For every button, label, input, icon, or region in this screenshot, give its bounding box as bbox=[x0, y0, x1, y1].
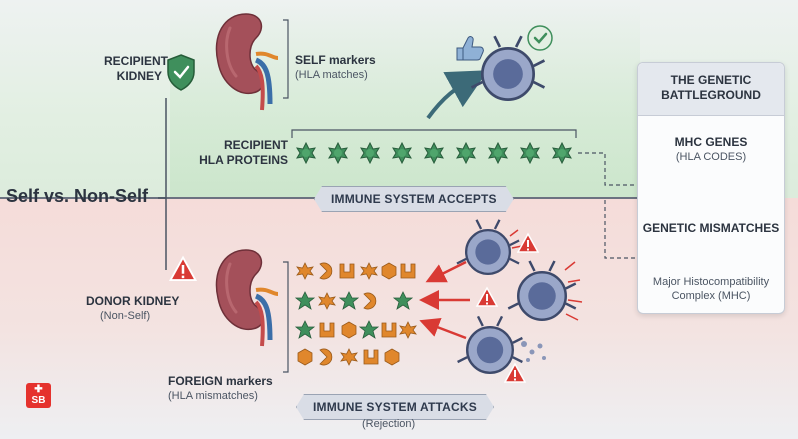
mhc-full-name-line1: Major Histocompatibility bbox=[652, 276, 770, 288]
sb-logo-text: SB bbox=[31, 395, 46, 406]
thumbs-up-icon bbox=[456, 36, 484, 61]
immune-attacks-banner: IMMUNE SYSTEM ATTACKS bbox=[296, 394, 494, 420]
donor-kidney-sublabel: (Non-Self) bbox=[100, 310, 151, 322]
attack-arrow-3 bbox=[419, 317, 467, 340]
panel-header bbox=[638, 63, 784, 116]
attack-warning-icon-1 bbox=[517, 233, 539, 253]
recipient-hla-label: RECIPIENT HLA PROTEINS bbox=[180, 138, 288, 168]
self-markers-sublabel: (HLA matches) bbox=[295, 69, 368, 81]
recipient-hla-label-line1: RECIPIENT bbox=[223, 138, 288, 152]
attack-arrow-1 bbox=[425, 260, 467, 283]
attack-warning-icon-2 bbox=[476, 287, 498, 307]
panel-title-line2: BATTLEGROUND bbox=[661, 88, 761, 102]
donor-warning-icon bbox=[169, 256, 197, 281]
immune-accepts-banner: IMMUNE SYSTEM ACCEPTS bbox=[314, 186, 514, 212]
recipient-hla-protein-row bbox=[296, 142, 572, 164]
mhc-full-name: Major Histocompatibility Complex (MHC) bbox=[638, 275, 784, 303]
attacking-t-cell-3 bbox=[456, 315, 524, 374]
sb-logo-cross: ✚ bbox=[34, 384, 43, 395]
diagram-title: Self vs. Non-Self bbox=[6, 186, 149, 206]
shield-check-icon bbox=[167, 54, 195, 91]
genetic-mismatches-label: GENETIC MISMATCHES bbox=[642, 221, 780, 235]
donor-kidney-icon bbox=[216, 250, 278, 346]
self-markers-label: SELF markers bbox=[295, 53, 376, 67]
mhc-full-name-line2: Complex (MHC) bbox=[671, 290, 751, 302]
recipient-kidney-label-line1: RECIPIENT bbox=[104, 54, 169, 68]
panel-title-line1: THE GENETIC bbox=[670, 73, 752, 87]
foreign-markers-label: FOREIGN markers bbox=[168, 374, 273, 388]
attacking-t-cell-1 bbox=[455, 218, 521, 276]
foreign-marker-grid bbox=[295, 262, 417, 366]
donor-kidney-label: DONOR KIDNEY bbox=[86, 294, 180, 308]
genetic-battleground-panel: THE GENETIC BATTLEGROUND MHC GENES (HLA … bbox=[637, 62, 785, 314]
attack-warning-icon-3 bbox=[504, 363, 526, 383]
mhc-genes-label: MHC GENES bbox=[674, 135, 748, 149]
mhc-genes-sublabel: (HLA CODES) bbox=[675, 151, 747, 163]
accept-arrow bbox=[426, 70, 488, 120]
recipient-kidney-label: RECIPIENT KIDNEY bbox=[104, 54, 169, 84]
sb-logo: ✚ SB bbox=[26, 383, 51, 408]
panel-title: THE GENETIC BATTLEGROUND bbox=[638, 73, 784, 103]
rejection-sublabel: (Rejection) bbox=[362, 418, 416, 430]
recipient-kidney-label-line2: KIDNEY bbox=[116, 69, 162, 83]
recipient-kidney-icon bbox=[216, 14, 278, 110]
checkmark-bubble-icon bbox=[527, 25, 553, 51]
recipient-hla-label-line2: HLA PROTEINS bbox=[199, 153, 288, 167]
foreign-markers-sublabel: (HLA mismatches) bbox=[168, 390, 258, 402]
